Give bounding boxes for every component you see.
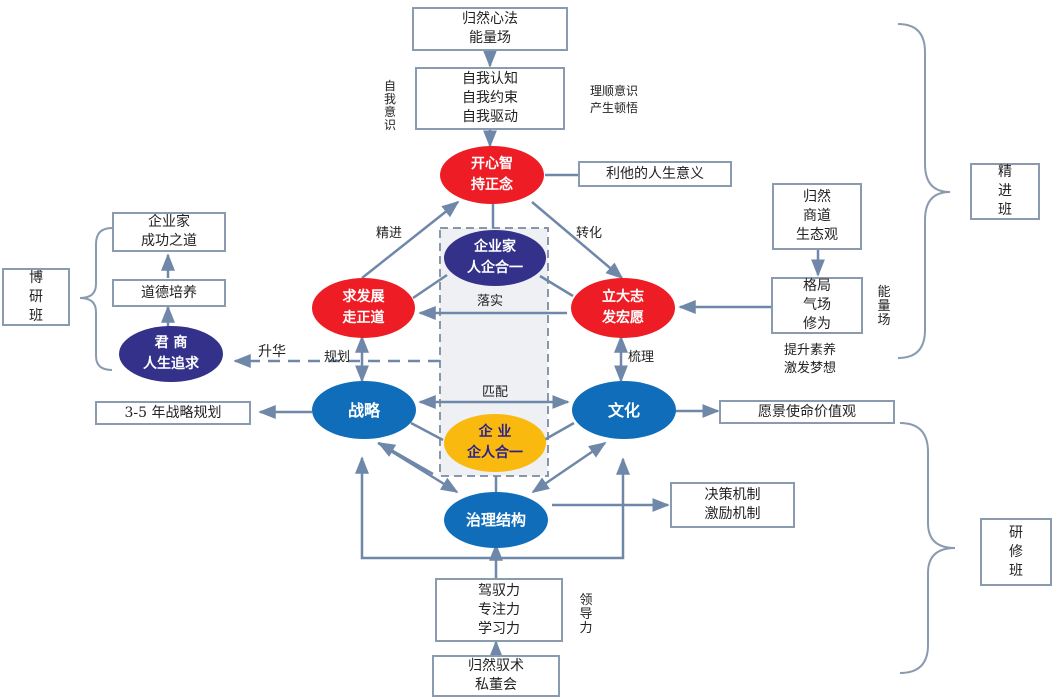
- moral-cultivation-box: 道德培养: [112, 279, 226, 307]
- jingjin-class-box: 精 进 班: [970, 163, 1040, 220]
- node-enterprise-unity: 企 业 企人合一: [444, 414, 546, 472]
- line-unity-qiufazhan: [412, 273, 448, 300]
- brace-yanxiu: [899, 422, 956, 674]
- node-governance: 治理结构: [444, 492, 548, 548]
- node-lidazhi: 立大志 发宏愿: [571, 278, 675, 338]
- node-culture: 文化: [572, 381, 676, 439]
- feedback-loop-right: [496, 457, 630, 560]
- label-improve: 提升素养 激发梦想: [784, 343, 837, 376]
- brace-boyan: [79, 227, 113, 371]
- node-junshang: 君 商 人生追求: [119, 326, 223, 382]
- label-leadership: 领 导 力: [579, 593, 593, 636]
- line-strategy-enterprise: [410, 421, 444, 442]
- node-entrepreneur-unity: 企业家 人企合一: [444, 230, 546, 286]
- label-self-awareness: 自 我 意 识: [383, 79, 396, 132]
- node-kaixinzhi: 开心智 持正念: [440, 146, 544, 204]
- private-board-box: 归然驭术 私董会: [432, 655, 560, 697]
- self-cognition-box: 自我认知 自我约束 自我驱动: [415, 67, 565, 130]
- entrepreneur-success-box: 企业家 成功之道: [112, 212, 226, 252]
- label-energy-field: 能 量 场: [877, 285, 891, 328]
- boyan-class-box: 博 研 班: [2, 268, 70, 326]
- vision-mission-box: 愿景使命价值观: [719, 400, 895, 424]
- arrow-governance-strategy-head: [377, 441, 434, 476]
- label-jingjin: 精进: [376, 226, 403, 241]
- altruism-box: 利他的人生意义: [578, 161, 732, 187]
- yanxiu-class-box: 研 修 班: [980, 518, 1052, 586]
- guiran-shangdao-box: 归然 商道 生态观: [772, 183, 862, 250]
- node-qiufazhan: 求发展 走正道: [312, 278, 415, 338]
- line-unity-lidazhi: [539, 274, 574, 298]
- label-pipei: 匹配: [482, 385, 509, 400]
- label-luoshi: 落实: [477, 294, 504, 309]
- arrow-jingjin: [361, 200, 460, 279]
- leadership-box: 驾驭力 专注力 学习力: [435, 578, 563, 642]
- line-culture-enterprise: [543, 421, 575, 442]
- strategy-plan-box: 3-5 年战略规划: [95, 401, 251, 425]
- geju-box: 格局 气场 修为: [771, 277, 863, 334]
- arrow-zhuanhua: [531, 201, 624, 280]
- guiran-xinfa-box: 归然心法 能量场: [412, 7, 568, 51]
- mechanism-box: 决策机制 激励机制: [670, 482, 795, 528]
- label-shuli: 梳理: [628, 350, 655, 365]
- brace-jingjin: [897, 23, 951, 359]
- label-sort-awareness: 理顺意识 产生顿悟: [590, 84, 639, 115]
- arrow-governance-culture: [531, 441, 607, 494]
- label-guihua: 规划: [324, 350, 351, 365]
- label-zhuanhua: 转化: [576, 226, 603, 241]
- node-strategy: 战略: [312, 381, 416, 439]
- label-shenghua: 升华: [258, 344, 286, 360]
- feedback-loop-left: [355, 456, 496, 560]
